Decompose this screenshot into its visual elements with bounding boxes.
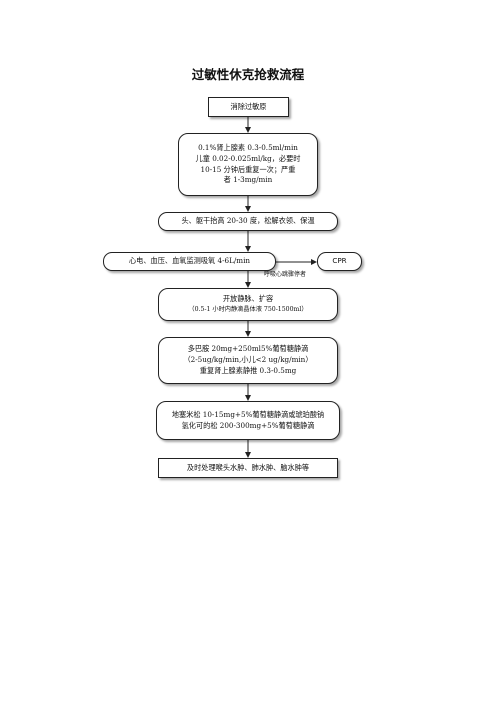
step-iv-access: 开放静脉、扩容 （0.5-1 小时内静滴晶体液 750-1500ml） (158, 288, 338, 321)
iv-access-title: 开放静脉、扩容 (222, 294, 274, 304)
epinephrine-line: 0.1%肾上腺素 0.3-0.5ml/min (198, 142, 298, 152)
page-title: 过敏性休克抢救流程 (191, 67, 305, 82)
steroids-line: 地塞米松 10-15mg+5%葡萄糖静滴或琥珀酸钠 (171, 409, 325, 419)
step-steroids: 地塞米松 10-15mg+5%葡萄糖静滴或琥珀酸钠 氢化可的松 200-300m… (156, 401, 340, 440)
steroids-line: 氢化可的松 200-300mg+5%葡萄糖静滴 (181, 420, 315, 430)
step-remove-allergen: 消除过敏原 (208, 97, 289, 117)
step-position: 头、躯干抬高 20-30 度，松解衣领、保温 (158, 212, 338, 231)
step-cpr-text: CPR (332, 256, 347, 266)
cpr-condition-note: 呼吸心跳骤停者 (264, 271, 307, 278)
step-epinephrine: 0.1%肾上腺素 0.3-0.5ml/min 儿童 0.02-0.025ml/k… (178, 133, 318, 196)
step-edema: 及时处理喉头水肿、肺水肿、脑水肿等 (158, 458, 338, 478)
step-remove-allergen-text: 消除过敏原 (230, 101, 267, 111)
dopamine-line: （2-5ug/kg/min,小儿<2 ug/kg/min） (183, 355, 313, 365)
step-dopamine: 多巴胺 20mg+250ml5%葡萄糖静滴 （2-5ug/kg/min,小儿<2… (158, 337, 338, 384)
dopamine-line: 多巴胺 20mg+250ml5%葡萄糖静滴 (187, 344, 309, 354)
iv-access-detail: （0.5-1 小时内静滴晶体液 750-1500ml） (188, 306, 308, 314)
epinephrine-line: 10-15 分钟后重复一次；严重 (200, 164, 296, 174)
step-edema-text: 及时处理喉头水肿、肺水肿、脑水肿等 (186, 462, 310, 472)
epinephrine-line: 儿童 0.02-0.025ml/kg，必要时 (195, 153, 301, 163)
dopamine-line: 重复肾上腺素静推 0.3-0.5mg (199, 365, 297, 375)
epinephrine-line: 者 1-3mg/min (223, 175, 273, 185)
step-monitor-text: 心电、血压、血氧监测吸氧 4-6L/min (128, 256, 251, 266)
step-monitor: 心电、血压、血氧监测吸氧 4-6L/min (103, 252, 276, 271)
step-cpr: CPR (317, 252, 362, 271)
step-position-text: 头、躯干抬高 20-30 度，松解衣领、保温 (181, 216, 315, 226)
